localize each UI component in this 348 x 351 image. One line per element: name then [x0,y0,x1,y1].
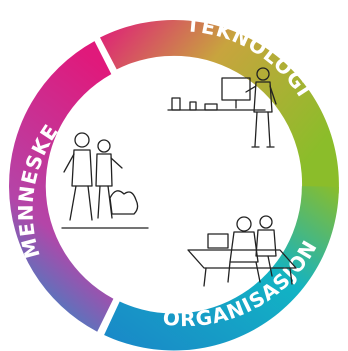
segment-menneske [9,41,114,332]
segment-organisasjon [104,186,339,351]
workers-illustration [187,215,297,287]
walkers-illustration [61,132,149,229]
segment-teknologi [100,20,339,194]
presenter-illustration [167,67,277,148]
